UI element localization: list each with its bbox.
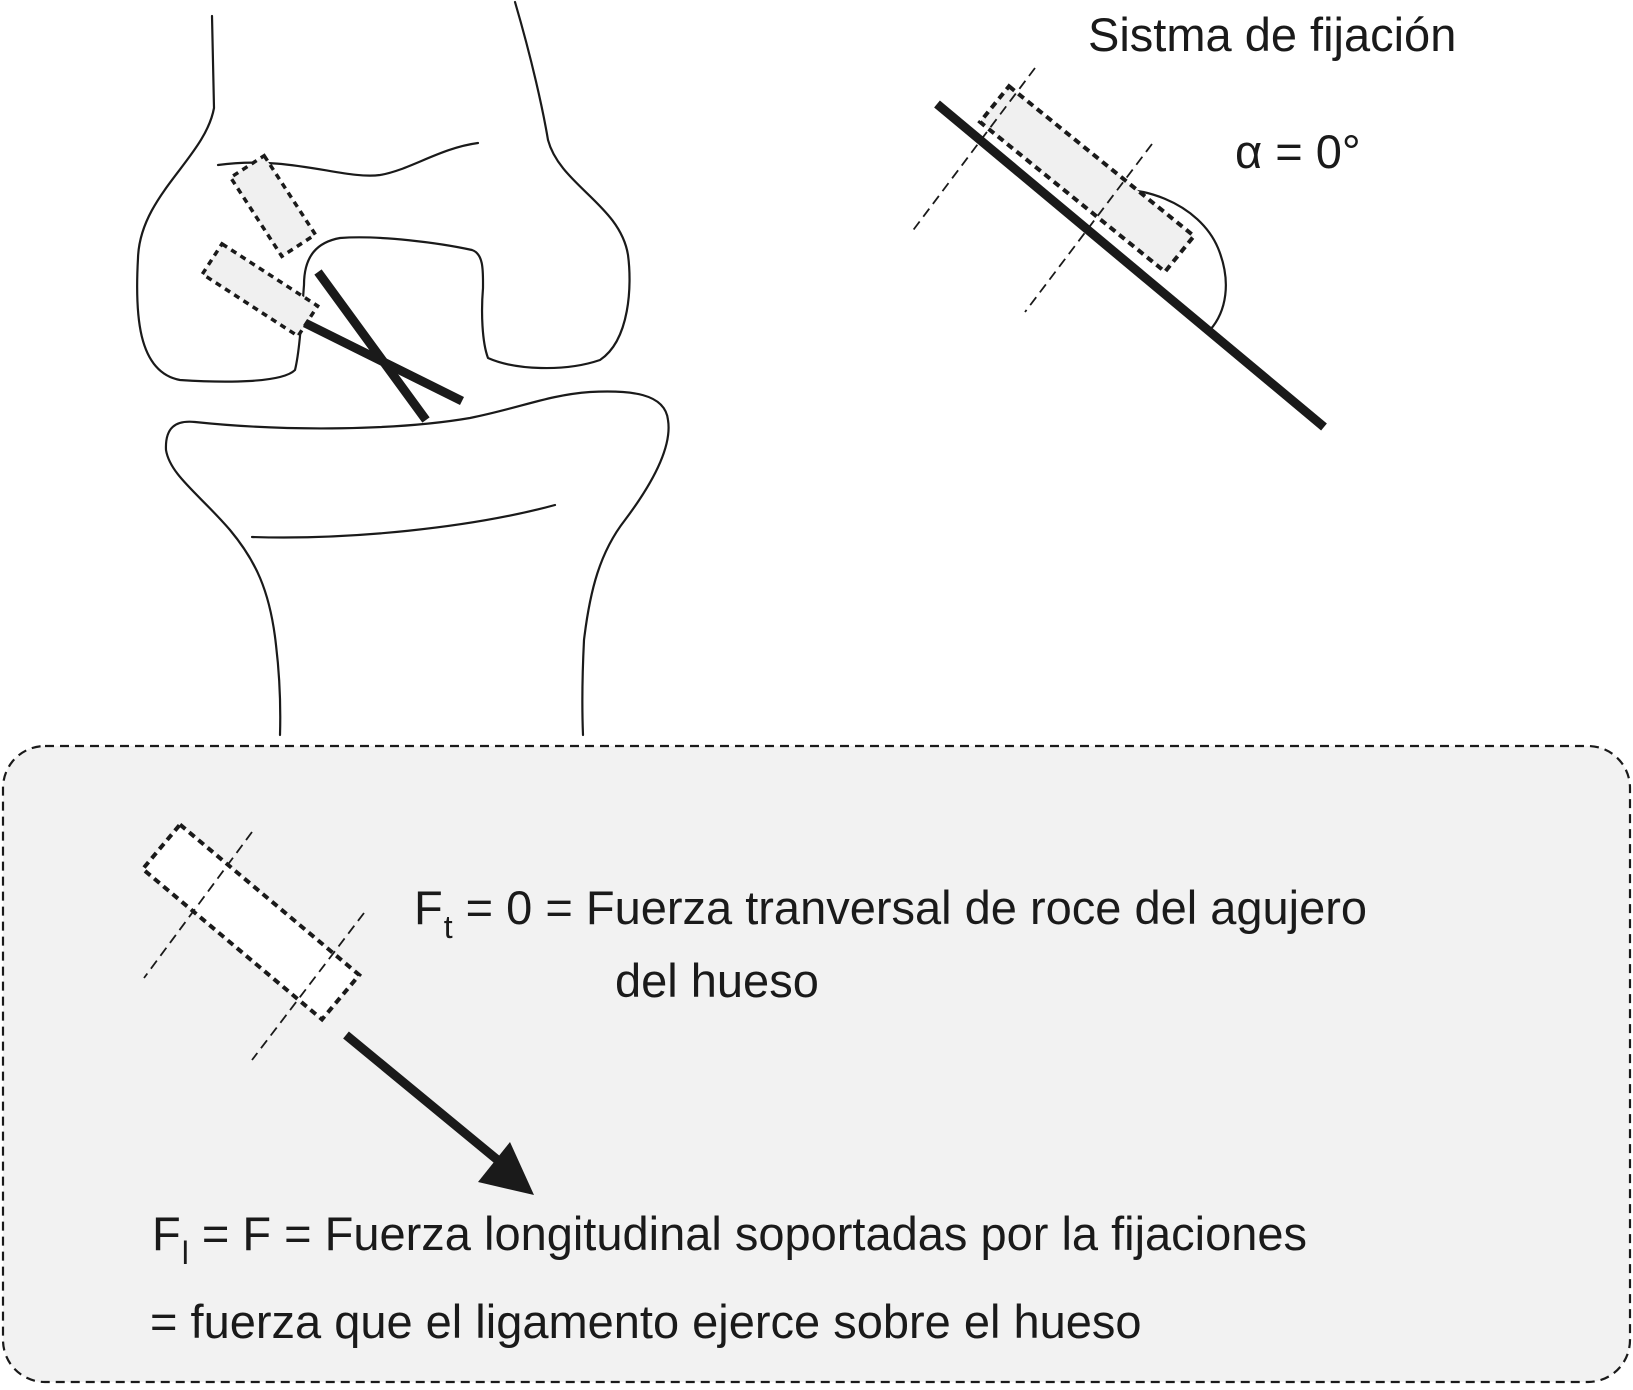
fixation-graft [934,100,1327,431]
femoral-tunnel-lower [199,241,321,339]
tibia [164,390,670,737]
force-arrow-shaft [343,1031,503,1166]
longitudinal-force-label: Fl = F = Fuerza longitudinal soportadas … [152,1207,1308,1269]
longitudinal-force-text-line2: = fuerza que el ligamento ejerce sobre e… [150,1295,1142,1348]
ligament-graft-1 [314,269,430,423]
angle-label: α = 0° [1235,128,1361,175]
transverse-force-text: = 0 = Fuerza tranversal de roce del aguj… [465,881,1368,934]
femur [136,0,631,383]
femoral-tunnel-upper [228,153,318,259]
force-arrow-head [478,1142,534,1195]
diagram-title: Sistma de fijación [1088,8,1457,61]
legend-axis-line-1 [143,831,253,979]
angle-value: = 0° [1275,125,1361,178]
transverse-force-subscript: t [443,909,453,945]
longitudinal-force-text: = F = Fuerza longitudinal soportadas por… [201,1207,1308,1260]
legend-tunnel-figure [139,821,534,1195]
legend-tunnel [139,821,363,1023]
tunnel-axis-line-1 [910,67,1036,234]
force-legend-panel [1,744,1632,1384]
fixation-system-figure [910,67,1327,431]
transverse-force-label: Ft = 0 = Fuerza tranversal de roce del a… [414,881,1368,943]
alpha-symbol: α [1235,125,1263,178]
transverse-force-symbol: F [414,881,443,934]
fixation-tunnel [977,83,1197,275]
ligament-graft-2 [302,318,465,406]
transverse-force-text-line2: del hueso [615,954,819,1007]
longitudinal-force-symbol: F [152,1207,181,1260]
longitudinal-force-subscript: l [181,1235,189,1271]
